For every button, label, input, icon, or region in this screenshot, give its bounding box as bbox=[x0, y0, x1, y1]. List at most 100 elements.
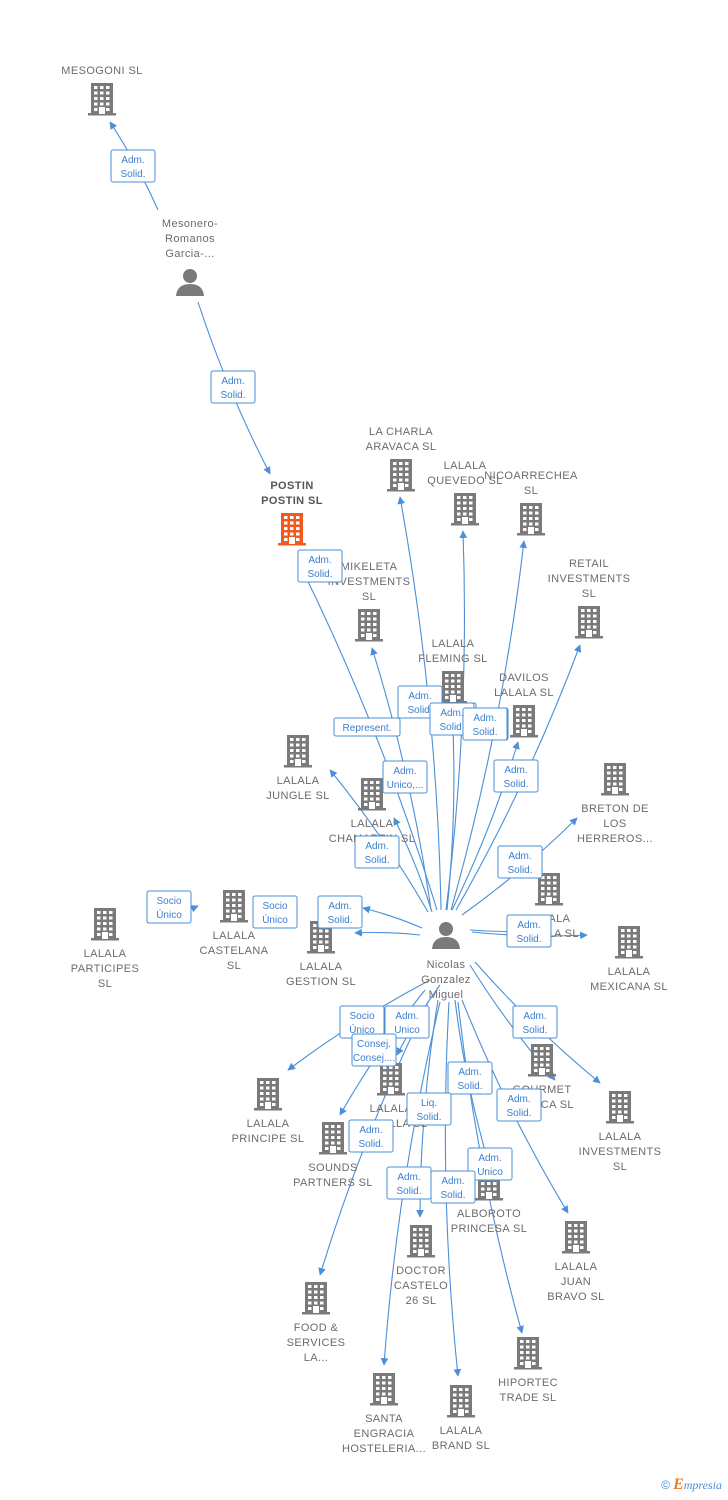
node-label: SL bbox=[362, 591, 376, 603]
node-label: LALALA bbox=[277, 775, 320, 787]
role-text: Unico,... bbox=[387, 780, 424, 791]
brand-logo-initial: E bbox=[673, 1476, 684, 1493]
building-icon[interactable] bbox=[358, 778, 386, 811]
role-label-nicolas-castelo: Liq.Solid. bbox=[406, 1092, 452, 1126]
role-label-mesonero-mesogoni: Adm.Solid. bbox=[110, 149, 156, 183]
role-label-mesonero-postin: Adm.Solid. bbox=[210, 370, 256, 404]
role-text: Solid. bbox=[358, 1139, 383, 1150]
building-icon[interactable] bbox=[615, 926, 643, 959]
node-label: LALALA bbox=[213, 930, 256, 942]
node-food[interactable]: FOOD &SERVICESLA... bbox=[287, 1282, 346, 1364]
building-icon[interactable] bbox=[302, 1282, 330, 1315]
edge-nicolas-fleming bbox=[446, 707, 457, 911]
node-label: LA... bbox=[304, 1352, 329, 1364]
building-icon[interactable] bbox=[601, 763, 629, 796]
node-breton[interactable]: BRETON DELOSHERREROS... bbox=[577, 763, 653, 845]
node-label: LALALA bbox=[300, 961, 343, 973]
building-icon[interactable] bbox=[220, 890, 248, 923]
building-icon[interactable] bbox=[439, 671, 467, 704]
role-text: Solid. bbox=[516, 934, 541, 945]
building-icon[interactable] bbox=[278, 513, 306, 546]
role-label-nicolas-mikeleta: Represent. bbox=[333, 717, 401, 737]
node-label: LALALA bbox=[608, 966, 651, 978]
node-label: PRINCESA SL bbox=[451, 1223, 528, 1235]
node-label: LALALA bbox=[84, 948, 127, 960]
building-icon[interactable] bbox=[254, 1078, 282, 1111]
role-text: Adm. bbox=[359, 1125, 382, 1136]
node-label: TRADE SL bbox=[500, 1392, 557, 1404]
node-label: Nicolas bbox=[427, 959, 466, 971]
building-icon[interactable] bbox=[370, 1373, 398, 1406]
building-icon[interactable] bbox=[377, 1063, 405, 1096]
building-icon[interactable] bbox=[575, 606, 603, 639]
roles-layer: Adm.Solid.Adm.Solid.Adm.Solid.Adm.Solid.… bbox=[110, 149, 558, 1204]
building-icon[interactable] bbox=[562, 1221, 590, 1254]
node-label: Mesonero- bbox=[162, 218, 218, 230]
building-icon[interactable] bbox=[535, 873, 563, 906]
node-label: HERREROS... bbox=[577, 833, 653, 845]
role-text: Solid. bbox=[472, 727, 497, 738]
building-icon[interactable] bbox=[407, 1225, 435, 1258]
building-icon[interactable] bbox=[355, 609, 383, 642]
role-text: Adm. bbox=[523, 1011, 546, 1022]
role-label-nicolas-juanbravo: Adm.Solid. bbox=[496, 1088, 542, 1122]
role-text: Solid. bbox=[457, 1081, 482, 1092]
person-icon[interactable] bbox=[432, 922, 460, 949]
role-text: Unico bbox=[394, 1025, 420, 1036]
building-icon[interactable] bbox=[606, 1091, 634, 1124]
building-icon[interactable] bbox=[319, 1122, 347, 1155]
node-label: ALBOROTO bbox=[457, 1208, 521, 1220]
building-icon[interactable] bbox=[514, 1337, 542, 1370]
node-label: ARAVACA SL bbox=[366, 441, 437, 453]
edge-nicolas-castelana bbox=[362, 905, 423, 929]
building-icon[interactable] bbox=[307, 921, 335, 954]
building-icon[interactable] bbox=[447, 1385, 475, 1418]
role-text: Adm. bbox=[395, 1011, 418, 1022]
node-mesogoni[interactable]: MESOGONI SL bbox=[61, 65, 142, 116]
building-icon[interactable] bbox=[91, 908, 119, 941]
node-label: LALALA SL bbox=[494, 687, 554, 699]
role-text: Adm. bbox=[507, 1094, 530, 1105]
brand-footer[interactable]: © Empresia bbox=[661, 1476, 722, 1494]
building-icon[interactable] bbox=[510, 705, 538, 738]
node-label: HIPORTEC bbox=[498, 1377, 558, 1389]
node-hiportec[interactable]: HIPORTEC TRADE SL bbox=[498, 1337, 558, 1404]
role-label-nicolas-parrilla: Adm. Unico bbox=[384, 1005, 430, 1039]
building-icon[interactable] bbox=[528, 1044, 556, 1077]
building-icon[interactable] bbox=[88, 83, 116, 116]
building-icon[interactable] bbox=[451, 493, 479, 526]
person-icon[interactable] bbox=[176, 269, 204, 296]
role-text: Consej.... bbox=[353, 1053, 395, 1064]
node-label: LALALA bbox=[247, 1118, 290, 1130]
building-icon[interactable] bbox=[284, 735, 312, 768]
node-label: SL bbox=[613, 1161, 627, 1173]
building-icon[interactable] bbox=[517, 503, 545, 536]
building-icon[interactable] bbox=[387, 459, 415, 492]
role-text: Adm. bbox=[504, 765, 527, 776]
node-santa[interactable]: SANTAENGRACIAHOSTELERIA... bbox=[342, 1373, 426, 1455]
role-text: Adm. bbox=[308, 555, 331, 566]
node-mesonero[interactable]: Mesonero-RomanosGarcia-... bbox=[162, 218, 218, 296]
node-label: LALALA bbox=[444, 460, 487, 472]
